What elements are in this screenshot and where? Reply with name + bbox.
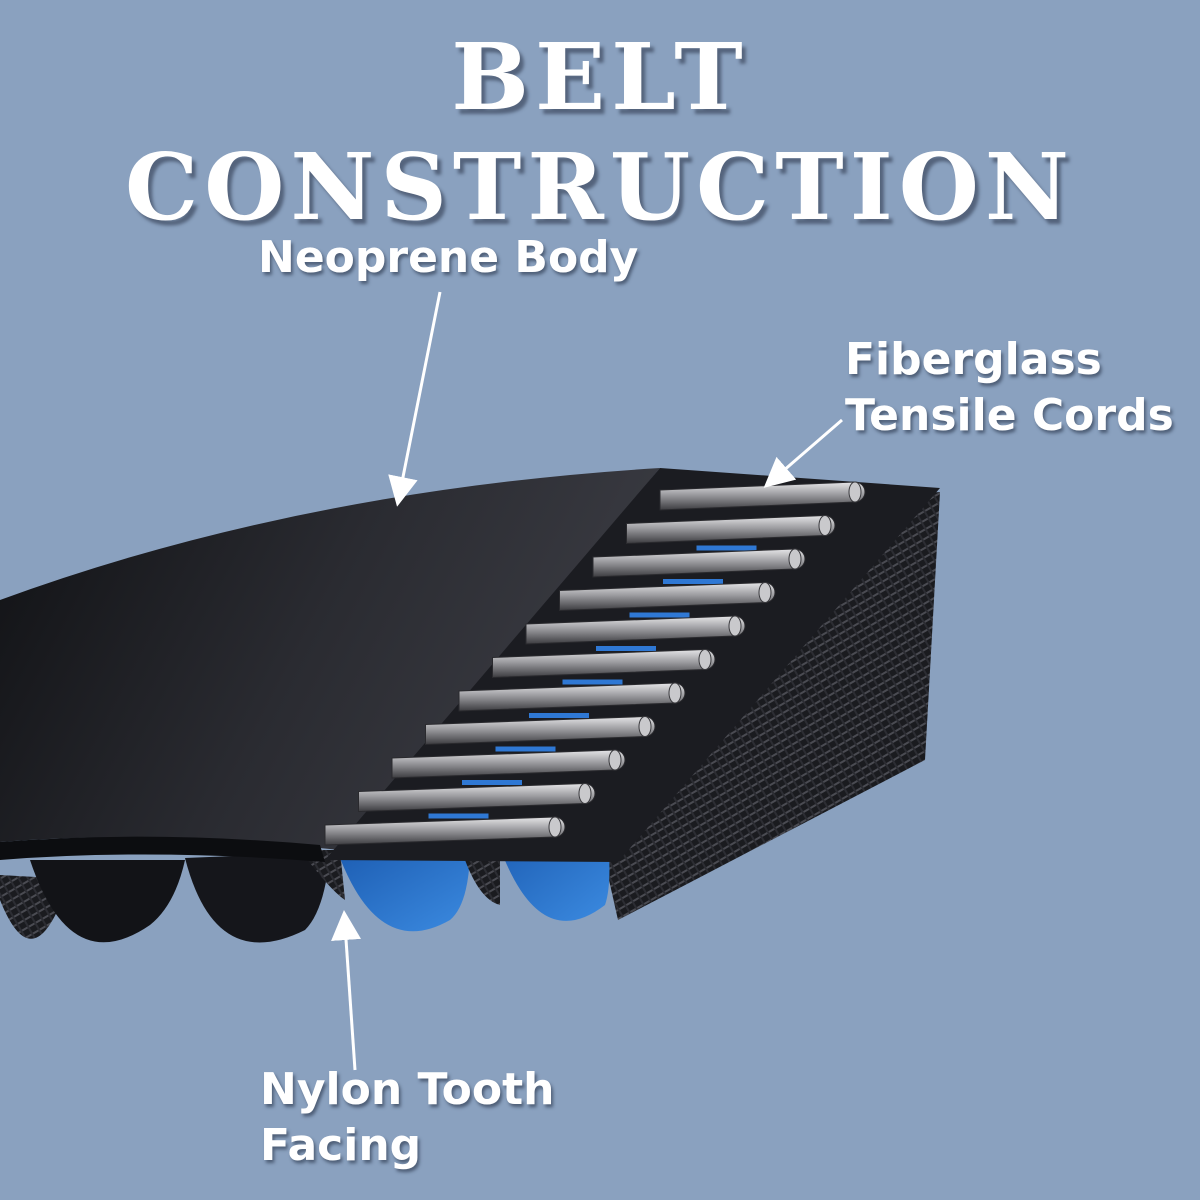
label-fiberglass-tensile-cords: Fiberglass Tensile Cords — [845, 332, 1174, 444]
tensile-cord-end — [728, 615, 742, 637]
label-nylon-line1: Nylon Tooth — [260, 1064, 555, 1115]
tensile-cord-end — [698, 649, 712, 670]
tensile-cord-end — [848, 481, 862, 503]
cord-gap-blue — [629, 612, 690, 618]
diagram-title: BELT CONSTRUCTION — [125, 23, 1075, 241]
tensile-cord-end — [638, 716, 652, 737]
label-neoprene-body: Neoprene Body — [258, 232, 639, 283]
cord-gap-blue — [562, 679, 623, 685]
cord-gap-blue — [495, 746, 556, 752]
label-nylon-line2: Facing — [260, 1120, 422, 1171]
label-fiberglass-line2: Tensile Cords — [845, 390, 1174, 441]
tensile-cord-end — [548, 816, 562, 838]
tensile-cord-end — [668, 682, 682, 704]
tensile-cord-end — [608, 749, 622, 771]
cord-gap-blue — [596, 646, 656, 651]
cord-gap-blue — [529, 713, 589, 718]
belt-side-weave — [600, 492, 940, 920]
cord-gap-blue — [428, 813, 489, 819]
label-nylon-tooth-facing: Nylon Tooth Facing — [260, 1062, 554, 1174]
tensile-cord-end — [758, 582, 772, 603]
label-fiberglass-line1: Fiberglass — [845, 334, 1102, 385]
cord-gap-blue — [663, 579, 723, 584]
cord-gap-blue — [462, 780, 522, 785]
cord-gap-blue — [696, 545, 757, 551]
tensile-cord-end — [788, 548, 802, 570]
fiberglass-tensile-cords — [324, 481, 866, 846]
tensile-cord-end — [578, 783, 592, 804]
tensile-cord-end — [818, 515, 832, 536]
neoprene-body — [0, 468, 660, 850]
belt-teeth — [0, 850, 345, 943]
